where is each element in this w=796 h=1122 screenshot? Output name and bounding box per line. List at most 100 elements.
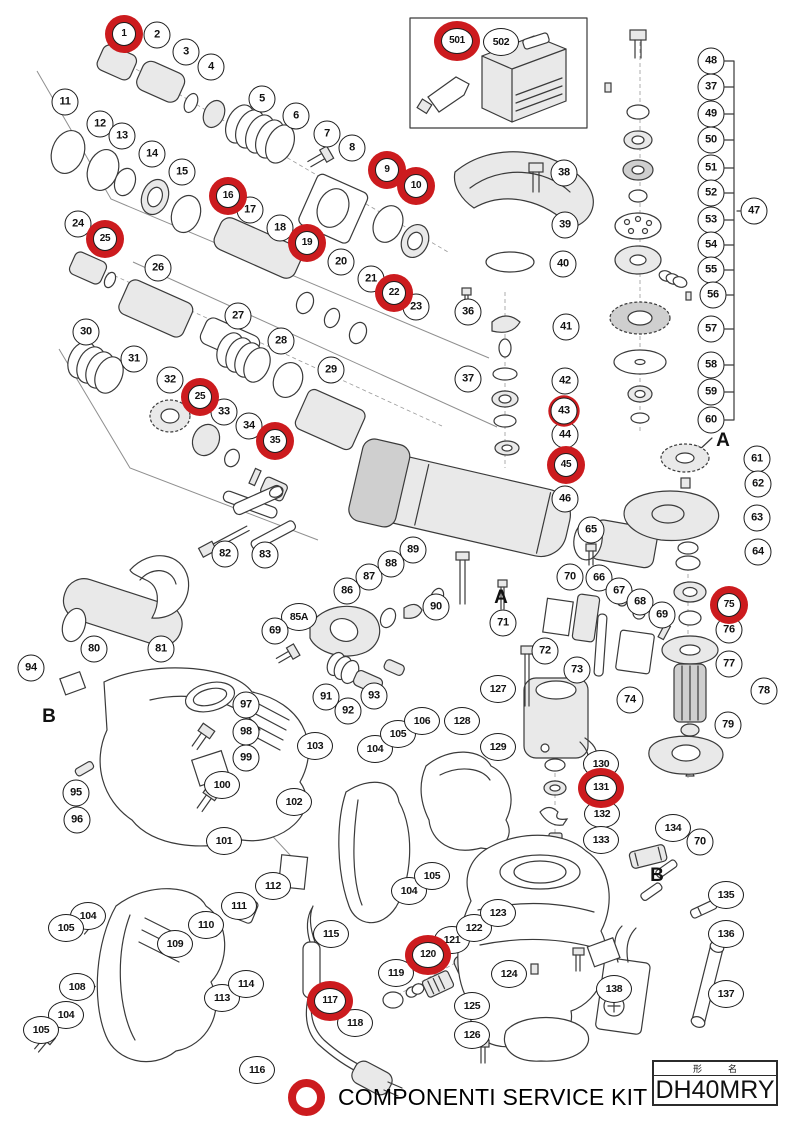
callout-7: 7 <box>313 120 341 148</box>
callout-137: 137 <box>708 980 744 1008</box>
callout-52: 52 <box>697 179 725 207</box>
callout-47: 47 <box>740 197 768 225</box>
callout-126: 126 <box>454 1021 490 1049</box>
callout-90: 90 <box>422 593 450 621</box>
callout-94: 94 <box>17 654 45 682</box>
callout-501: 501 <box>441 28 473 54</box>
callout-21: 21 <box>357 265 385 293</box>
callout-74: 74 <box>616 686 644 714</box>
callout-32: 32 <box>156 366 184 394</box>
callout-89: 89 <box>399 536 427 564</box>
callout-28: 28 <box>267 327 295 355</box>
callout-6: 6 <box>282 102 310 130</box>
callout-49: 49 <box>697 100 725 128</box>
callout-43: 43 <box>550 397 578 425</box>
callout-24: 24 <box>64 210 92 238</box>
callout-51: 51 <box>697 154 725 182</box>
callout-25: 25 <box>188 385 212 409</box>
model-name: DH40MRY <box>655 1076 775 1104</box>
callout-60: 60 <box>697 406 725 434</box>
callout-96: 96 <box>63 806 91 834</box>
callout-116: 116 <box>239 1056 275 1084</box>
callout-97: 97 <box>232 691 260 719</box>
callout-18: 18 <box>266 214 294 242</box>
callout-31: 31 <box>120 345 148 373</box>
callout-3: 3 <box>172 38 200 66</box>
callout-127: 127 <box>480 675 516 703</box>
callout-92: 92 <box>334 697 362 725</box>
callout-128: 128 <box>444 707 480 735</box>
callout-70: 70 <box>556 563 584 591</box>
callout-38: 38 <box>550 159 578 187</box>
callout-37: 37 <box>697 73 725 101</box>
callout-29: 29 <box>317 356 345 384</box>
callout-75: 75 <box>717 593 741 617</box>
callout-33: 33 <box>210 398 238 426</box>
callout-9: 9 <box>375 158 399 182</box>
callout-109: 109 <box>157 930 193 958</box>
callout-132: 132 <box>584 800 620 828</box>
callout-112: 112 <box>255 872 291 900</box>
callout-114: 114 <box>228 970 264 998</box>
callout-102: 102 <box>276 788 312 816</box>
callout-108: 108 <box>59 973 95 1001</box>
callout-44: 44 <box>551 421 579 449</box>
callout-105: 105 <box>23 1016 59 1044</box>
callout-73: 73 <box>563 656 591 684</box>
callout-81: 81 <box>147 635 175 663</box>
callout-123: 123 <box>480 899 516 927</box>
callout-103: 103 <box>297 732 333 760</box>
callout-136: 136 <box>708 920 744 948</box>
model-plate-header: 形名 <box>654 1062 776 1076</box>
callout-115: 115 <box>313 920 349 948</box>
callout-76: 76 <box>715 616 743 644</box>
callout-45: 45 <box>554 453 578 477</box>
callout-23: 23 <box>402 293 430 321</box>
callout-17: 17 <box>236 196 264 224</box>
callout-35: 35 <box>263 429 287 453</box>
callout-59: 59 <box>697 378 725 406</box>
callout-134: 134 <box>655 814 691 842</box>
callout-26: 26 <box>144 254 172 282</box>
callout-138: 138 <box>596 975 632 1003</box>
callout-41: 41 <box>552 313 580 341</box>
callout-124: 124 <box>491 960 527 988</box>
callout-13: 13 <box>108 122 136 150</box>
callout-125: 125 <box>454 992 490 1020</box>
callout-106: 106 <box>404 707 440 735</box>
callout-58: 58 <box>697 351 725 379</box>
callout-19: 19 <box>295 231 319 255</box>
callout-42: 42 <box>551 367 579 395</box>
callout-93: 93 <box>360 682 388 710</box>
callout-16: 16 <box>216 184 240 208</box>
callout-46: 46 <box>551 485 579 513</box>
callout-130: 130 <box>583 750 619 778</box>
callout-502: 502 <box>483 28 519 56</box>
callout-54: 54 <box>697 231 725 259</box>
callout-1: 1 <box>112 22 136 46</box>
callout-10: 10 <box>404 174 428 198</box>
callout-40: 40 <box>549 250 577 278</box>
callout-118: 118 <box>337 1009 373 1037</box>
callout-4: 4 <box>197 53 225 81</box>
callout-79: 79 <box>714 711 742 739</box>
section-letter-B: B <box>42 706 56 727</box>
callout-82: 82 <box>211 540 239 568</box>
callout-36: 36 <box>454 298 482 326</box>
grease-tube-sketch <box>416 76 470 115</box>
model-plate: 形名 DH40MRY <box>652 1060 778 1106</box>
callout-77: 77 <box>715 650 743 678</box>
callout-100: 100 <box>204 771 240 799</box>
callout-53: 53 <box>697 206 725 234</box>
callout-119: 119 <box>378 959 414 987</box>
callout-99: 99 <box>232 744 260 772</box>
callout-48: 48 <box>697 47 725 75</box>
callout-91: 91 <box>312 683 340 711</box>
callout-98: 98 <box>232 718 260 746</box>
callout-2: 2 <box>143 21 171 49</box>
callout-105: 105 <box>414 862 450 890</box>
carry-case-sketch <box>481 32 567 123</box>
callout-122: 122 <box>456 914 492 942</box>
service-kit-ring-icon <box>288 1078 325 1116</box>
